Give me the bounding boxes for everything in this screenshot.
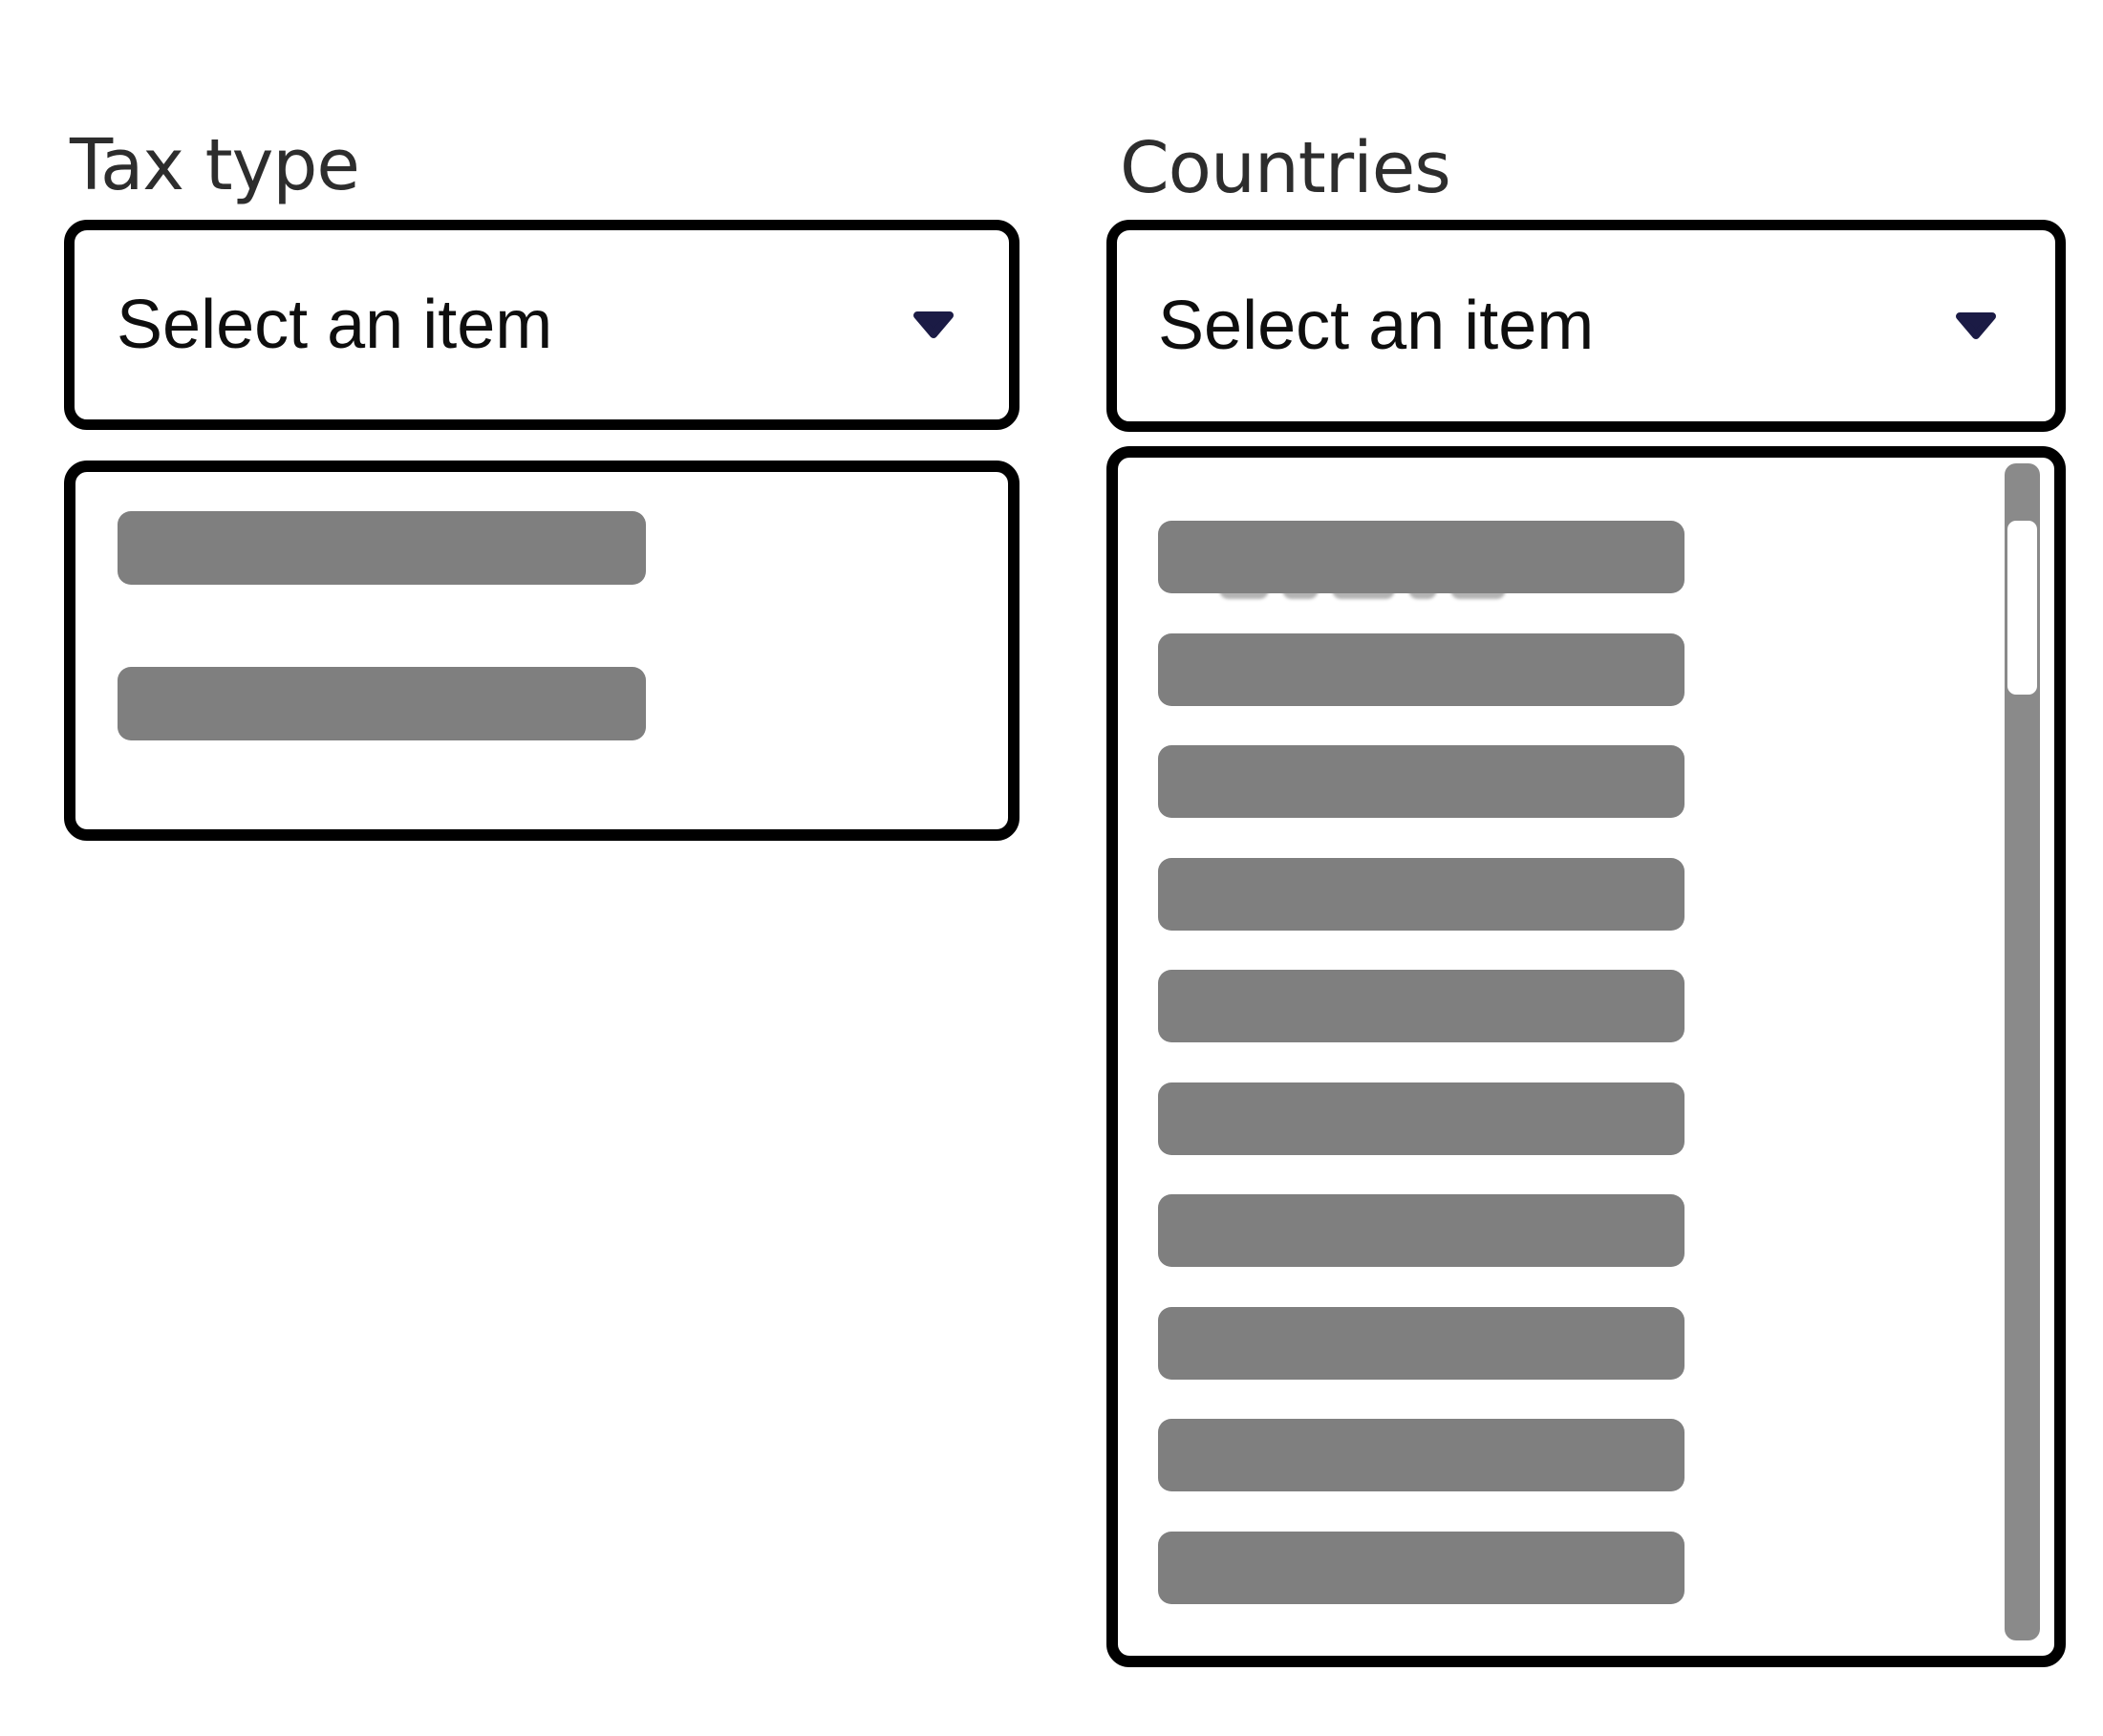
tax-type-dropdown-value: Select an item <box>117 287 553 363</box>
option-placeholder-bar[interactable] <box>1158 1531 1685 1604</box>
option-placeholder-bar[interactable] <box>1158 745 1685 818</box>
option-placeholder-bar[interactable] <box>1158 1306 1685 1380</box>
option-placeholder-bar[interactable] <box>1158 632 1685 706</box>
tax-type-options-panel <box>64 461 1019 841</box>
option-placeholder-bar[interactable] <box>1158 1194 1685 1267</box>
option-placeholder-bar[interactable] <box>1158 857 1685 931</box>
scrollbar-thumb[interactable] <box>2007 521 2037 695</box>
countries-options-panel <box>1106 446 2066 1667</box>
option-placeholder-bar[interactable] <box>118 511 646 585</box>
option-placeholder-bar[interactable] <box>118 667 646 740</box>
chevron-down-icon <box>912 311 955 339</box>
tax-type-dropdown[interactable]: Select an item <box>64 220 1019 430</box>
countries-dropdown-value: Select an item <box>1158 288 1595 364</box>
option-placeholder-bar[interactable] <box>1158 521 1685 593</box>
countries-label: Countries <box>1120 127 1451 209</box>
tax-type-label: Tax type <box>70 124 360 206</box>
option-placeholder-bar[interactable] <box>1158 1082 1685 1155</box>
scrollbar[interactable] <box>2005 463 2040 1640</box>
chevron-down-icon <box>1955 311 1997 340</box>
option-placeholder-bar[interactable] <box>1158 970 1685 1042</box>
option-placeholder-bar[interactable] <box>1158 1419 1685 1491</box>
countries-dropdown[interactable]: Select an item <box>1106 220 2066 432</box>
